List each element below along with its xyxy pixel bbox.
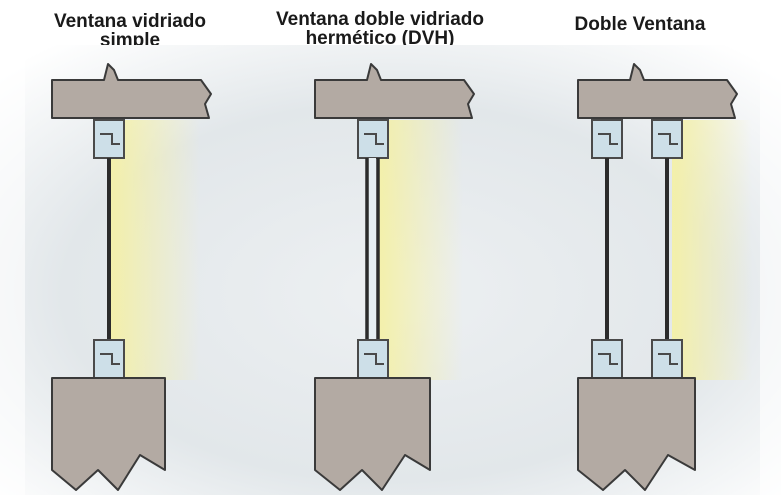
light-glow	[672, 120, 752, 380]
panel-double-window	[577, 63, 752, 491]
top-frame-profile	[357, 119, 389, 159]
background-fog-right-fade	[760, 45, 781, 495]
panel-single-glazing	[51, 63, 212, 491]
lintel-wall	[51, 63, 212, 119]
sill-wall	[51, 377, 166, 491]
sill-wall	[314, 377, 431, 491]
top-frame-profile	[93, 119, 125, 159]
title-double-glazing: Ventana doble vidriado hermético (DVH)	[255, 10, 505, 48]
title-double-window: Doble Ventana	[545, 15, 735, 34]
sill-wall	[577, 377, 696, 491]
bottom-frame-profile	[357, 339, 389, 379]
bottom-frame-profile	[93, 339, 125, 379]
lintel-wall	[314, 63, 475, 119]
inner-window-bottom-frame-profile	[591, 339, 623, 379]
title-double-glazing-line1: Ventana doble vidriado	[276, 9, 484, 30]
lintel-wall	[577, 63, 738, 119]
background-fog-left-fade	[0, 45, 25, 495]
title-double-glazing-line2: hermético (DVH)	[305, 28, 455, 49]
title-single-glazing-line1: Ventana vidriado	[53, 11, 207, 32]
sealed-air-gap	[368, 158, 376, 340]
light-glow	[378, 120, 463, 380]
outer-window-bottom-frame-profile	[651, 339, 683, 379]
panel-double-glazing	[314, 63, 475, 491]
title-double-window-line1: Doble Ventana	[574, 14, 706, 35]
inner-window-top-frame-profile	[591, 119, 623, 159]
outer-window-top-frame-profile	[651, 119, 683, 159]
light-glow	[110, 120, 200, 380]
